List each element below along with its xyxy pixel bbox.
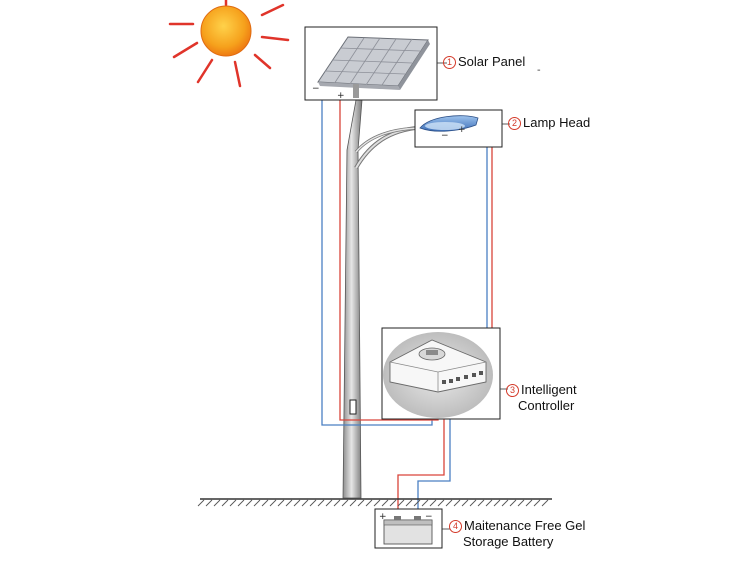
ground-hatch-mark [213, 499, 221, 507]
ground-hatch-mark [229, 499, 237, 507]
ground-hatch-mark [333, 499, 341, 507]
ground-icon [197, 498, 552, 507]
controller-name-line1: Intelligent [521, 382, 577, 397]
ground-hatch-mark [221, 499, 229, 507]
solar-panel-icon [304, 26, 438, 101]
ground-hatch-mark [253, 499, 261, 507]
ground-hatch-mark [325, 499, 333, 507]
battery-icon [374, 508, 443, 549]
lamp-head-icon [414, 109, 503, 148]
lamp-negative-sign: − [441, 131, 449, 141]
ground-hatch-mark [381, 499, 389, 507]
ground-hatch-mark [413, 499, 421, 507]
solar-positive-sign: + [337, 91, 345, 101]
battery-name-line1: Maitenance Free Gel [464, 518, 586, 533]
ground-hatch-mark [309, 499, 317, 507]
sun-icon [168, 0, 290, 88]
ground-hatch-mark [477, 499, 485, 507]
ground-hatch-mark [261, 499, 269, 507]
ground-hatch-mark [461, 499, 469, 507]
number-marker-2: 2 [508, 117, 521, 130]
ground-hatch-mark [293, 499, 301, 507]
ground-hatch-mark [245, 499, 253, 507]
ground-hatch-mark [397, 499, 405, 507]
ground-hatch-mark [373, 499, 381, 507]
lamp-head-name: Lamp Head [523, 115, 591, 130]
controller-icon [381, 327, 501, 420]
ground-hatch-mark [493, 499, 501, 507]
ground-hatch-mark [445, 499, 453, 507]
ground-hatch-mark [517, 499, 525, 507]
ground-hatch-mark [277, 499, 285, 507]
ground-hatch-mark [405, 499, 413, 507]
ground-hatch-mark [453, 499, 461, 507]
ground-hatch-mark [485, 499, 493, 507]
ground-hatch-mark [509, 499, 517, 507]
number-marker-4: 4 [449, 520, 462, 533]
battery-negative-sign: − [425, 512, 433, 522]
ground-hatch-mark [501, 499, 509, 507]
ground-hatch-mark [197, 499, 205, 507]
ground-hatch-mark [365, 499, 373, 507]
ground-hatch-mark [437, 499, 445, 507]
ground-hatch-mark [237, 499, 245, 507]
ground-hatch-mark [301, 499, 309, 507]
ground-hatch-mark [389, 499, 397, 507]
ground-hatch-mark [205, 499, 213, 507]
pole-icon [342, 99, 429, 499]
battery-positive-sign: + [379, 512, 387, 522]
ground-hatch-mark [269, 499, 277, 507]
ground-hatch-mark [317, 499, 325, 507]
ground-hatch-mark [285, 499, 293, 507]
ground-hatch-mark [421, 499, 429, 507]
solar-panel-name: Solar Panel [458, 54, 526, 69]
ground-hatch-mark [525, 499, 533, 507]
number-marker-1: 1 [443, 56, 456, 69]
controller-label-line2: Controller [518, 398, 575, 413]
ground-hatch-mark [341, 499, 349, 507]
stray-mark: - [537, 65, 541, 76]
ground-hatch-mark [357, 499, 365, 507]
number-marker-3: 3 [506, 384, 519, 397]
solar-negative-sign: − [312, 84, 320, 94]
ground-hatch-mark [533, 499, 541, 507]
lamp-positive-sign: + [458, 125, 466, 135]
ground-hatch-mark [469, 499, 477, 507]
ground-hatch-mark [429, 499, 437, 507]
battery-positive-wire [397, 400, 445, 511]
ground-hatch-mark [349, 499, 357, 507]
ground-hatch-mark [541, 499, 549, 507]
battery-label-line2: Storage Battery [463, 534, 554, 549]
battery-negative-wire [417, 400, 451, 511]
